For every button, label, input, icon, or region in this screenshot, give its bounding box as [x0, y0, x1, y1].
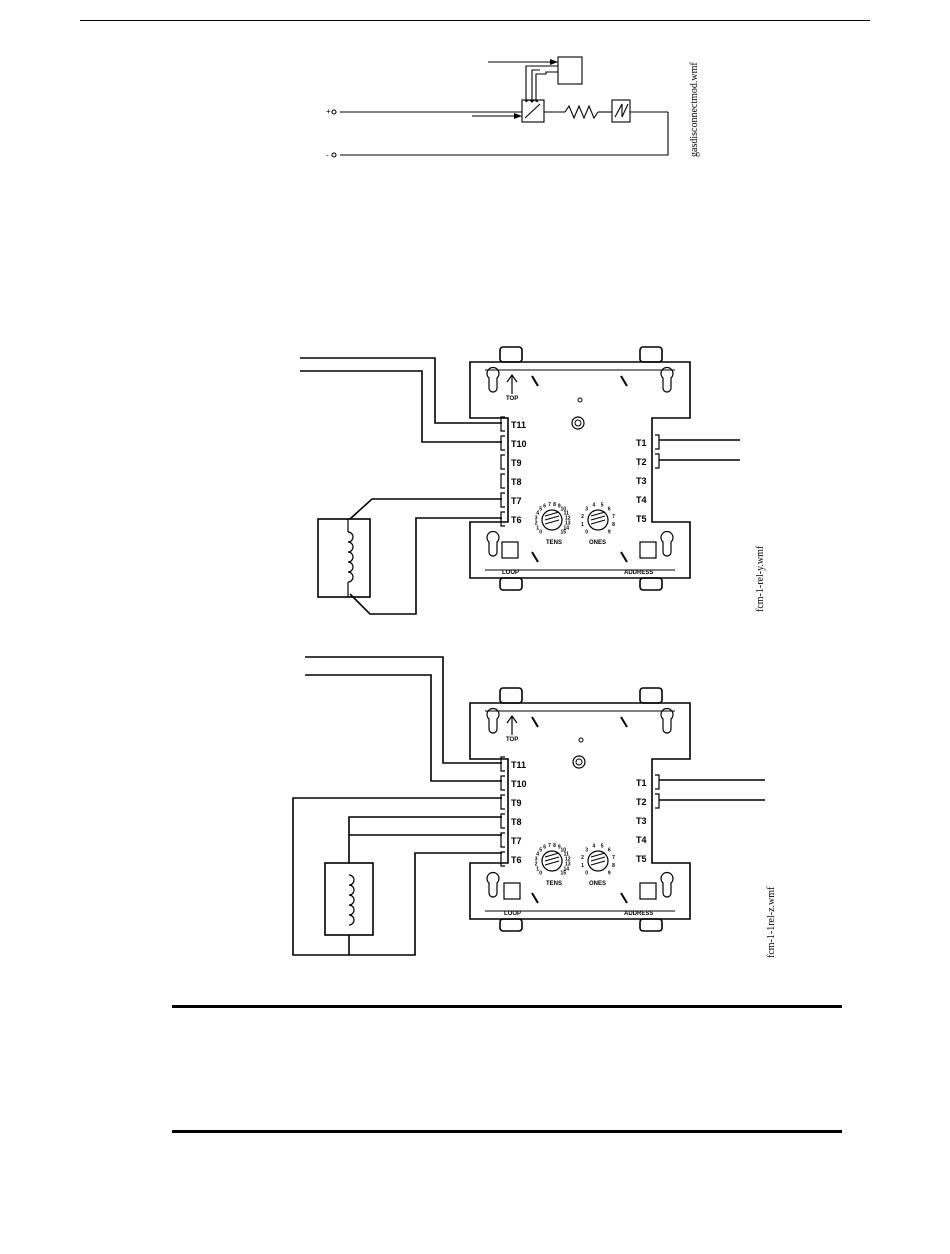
dial-digit: 6 — [608, 848, 611, 854]
dial-digit: 7 — [548, 843, 551, 849]
loop-label: LOOP — [504, 911, 521, 917]
ones-label: ONES — [589, 881, 606, 887]
loop-label: LOOP — [502, 570, 519, 576]
dial-digit: 9 — [608, 870, 611, 876]
dial-digit: 7 — [612, 514, 615, 520]
figure-caption-gas-disconnect: gasdisconnectmod.wmf — [689, 62, 700, 157]
dial-digit: 6 — [543, 845, 546, 851]
terminal-label-t4: T4 — [636, 495, 647, 505]
dial-digit: 2 — [581, 514, 584, 520]
dial-digit: 7 — [612, 855, 615, 861]
dial-digit: 7 — [548, 502, 551, 508]
dial-digit: 3 — [585, 848, 588, 854]
address-label: ADDRESS — [624, 911, 653, 917]
left-terminal-labels: T11 T10 T9 T8 T7 T6 — [511, 760, 527, 865]
dial-digit: 0 — [585, 529, 588, 535]
terminal-label-t1: T1 — [636, 438, 647, 448]
terminal-label-t5: T5 — [636, 854, 647, 864]
terminal-label-t7: T7 — [511, 496, 522, 506]
dial-digit: 3 — [585, 507, 588, 513]
terminal-label-t6: T6 — [511, 515, 522, 525]
dial-digit: 5 — [601, 503, 604, 509]
terminal-label-t8: T8 — [511, 817, 522, 827]
terminal-label-t1: T1 — [636, 778, 647, 788]
terminal-label-t10: T10 — [511, 439, 527, 449]
dial-digit: 5 — [539, 507, 542, 513]
terminal-label-t11: T11 — [511, 420, 526, 430]
dial-digit: 15 — [561, 529, 567, 535]
terminal-label-t9: T9 — [511, 458, 522, 468]
dial-digit: 6 — [608, 507, 611, 513]
dial-digit: 0 — [539, 529, 542, 535]
dial-digit: 2 — [581, 855, 584, 861]
gas-disconnect-schematic: + - — [300, 40, 720, 180]
left-terminal-labels: T11 T10 T9 T8 T7 T6 — [511, 420, 527, 525]
dial-digit: 8 — [612, 522, 615, 528]
dial-digit: 5 — [539, 848, 542, 854]
dial-digit: 1 — [581, 522, 584, 528]
dial-digit: 8 — [553, 843, 556, 849]
section-rule-top — [172, 1005, 842, 1008]
tens-label: TENS — [546, 881, 562, 887]
top-label: TOP — [506, 737, 518, 743]
dial-digit: 4 — [593, 844, 596, 850]
terminal-label-t11: T11 — [511, 760, 526, 770]
terminal-label-t4: T4 — [636, 835, 647, 845]
dial-digit: 1 — [581, 863, 584, 869]
terminal-label-t8: T8 — [511, 477, 522, 487]
right-terminal-labels: T1 T2 T3 T4 T5 — [636, 438, 647, 524]
plus-terminal-label: + — [326, 107, 331, 116]
figure-caption-fcm-1-1rel-z: fcm-1-1rel-z.wmf — [766, 887, 777, 958]
dial-digit: 15 — [561, 870, 567, 876]
figure-caption-fcm-1-rel-y: fcm-1-rel-y.wmf — [755, 546, 766, 612]
terminal-label-t9: T9 — [511, 798, 522, 808]
solenoid-valve — [612, 100, 630, 122]
dial-digit: 0 — [539, 870, 542, 876]
address-label: ADDRESS — [624, 570, 653, 576]
terminal-label-t2: T2 — [636, 797, 647, 807]
dial-digit: 8 — [553, 502, 556, 508]
control-box — [558, 57, 582, 84]
terminal-label-t3: T3 — [636, 476, 647, 486]
ones-label: ONES — [589, 540, 606, 546]
right-terminal-labels: T1 T2 T3 T4 T5 — [636, 778, 647, 864]
dial-digit: 8 — [612, 863, 615, 869]
dial-digit: 9 — [608, 529, 611, 535]
fcm-1-1rel-z-diagram: TOP T11 T10 T9 T8 T7 T6 T1 T2 T3 T4 T5 T… — [285, 645, 775, 970]
dial-digit: 4 — [593, 503, 596, 509]
terminal-label-t3: T3 — [636, 816, 647, 826]
terminal-label-t6: T6 — [511, 855, 522, 865]
top-label: TOP — [506, 396, 518, 402]
fcm-1-rel-y-diagram: TOP T11 T10 T9 T8 T7 T6 T1 T2 T3 T4 T5 T… — [290, 342, 760, 632]
resistor — [565, 106, 598, 118]
terminal-label-t2: T2 — [636, 457, 647, 467]
dial-digit: 5 — [601, 844, 604, 850]
minus-terminal-label: - — [326, 151, 329, 160]
terminal-label-t5: T5 — [636, 514, 647, 524]
terminal-label-t7: T7 — [511, 836, 522, 846]
section-rule-bottom — [172, 1130, 842, 1133]
tens-label: TENS — [546, 540, 562, 546]
terminal-label-t10: T10 — [511, 779, 527, 789]
dial-digit: 0 — [585, 870, 588, 876]
header-rule — [80, 20, 870, 21]
dial-digit: 6 — [543, 504, 546, 510]
